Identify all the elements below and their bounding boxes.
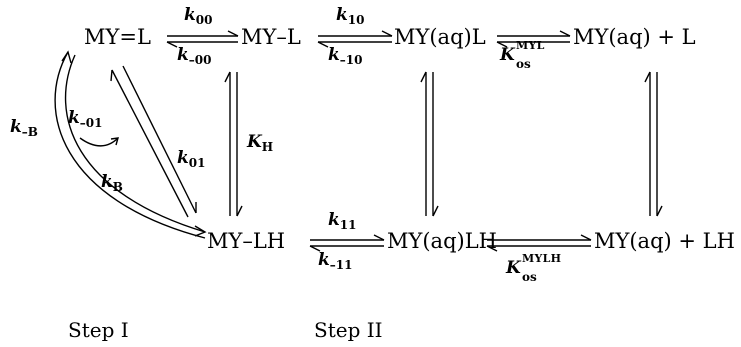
label-k-minus-11: k–11	[318, 250, 353, 273]
label-kos-mylh: K os MYLH	[506, 252, 562, 284]
equilibrium-arrow-kos-mylh	[486, 234, 592, 252]
species-my-aq-plus-l: MY(aq) + L	[573, 25, 696, 49]
equilibrium-arrow-kos-myl	[496, 30, 571, 48]
label-k01: k01	[177, 148, 206, 171]
vertical-equilibrium-aq	[420, 71, 439, 217]
label-k-minus-01: k–01	[68, 108, 103, 131]
equilibrium-arrow-k00	[166, 30, 239, 48]
equilibrium-arrow-k11	[309, 234, 385, 252]
species-my-aq-l: MY(aq)L	[394, 25, 486, 49]
species-my-eq-l: MY=L	[84, 25, 151, 49]
label-k-minus-00: k–00	[177, 45, 212, 68]
label-k-minus-b: k–B	[10, 117, 38, 140]
label-k-minus-10: k–10	[328, 45, 363, 68]
vertical-equilibrium-kh	[224, 71, 243, 217]
curved-equilibrium-kb	[54, 50, 207, 239]
species-my-lh: MY–LH	[207, 229, 286, 253]
species-my-l: MY–L	[241, 25, 301, 49]
label-k00: k00	[184, 5, 213, 28]
vertical-equilibrium-free	[644, 71, 663, 217]
label-k11: k11	[328, 210, 357, 233]
k-01-pointer-arrow	[79, 137, 119, 147]
step-2-label: Step II	[314, 318, 383, 342]
diagonal-equilibrium-k01	[110, 65, 197, 218]
equilibrium-arrow-k10	[317, 30, 393, 48]
species-my-aq-lh: MY(aq)LH	[387, 229, 497, 253]
step-1-label: Step I	[68, 318, 129, 342]
label-kos-myl: K os MYL	[500, 39, 545, 71]
label-k10: k10	[336, 5, 365, 28]
label-kb: kB	[101, 172, 123, 195]
species-my-aq-plus-lh: MY(aq) + LH	[594, 229, 735, 253]
label-kh: KH	[247, 132, 274, 155]
